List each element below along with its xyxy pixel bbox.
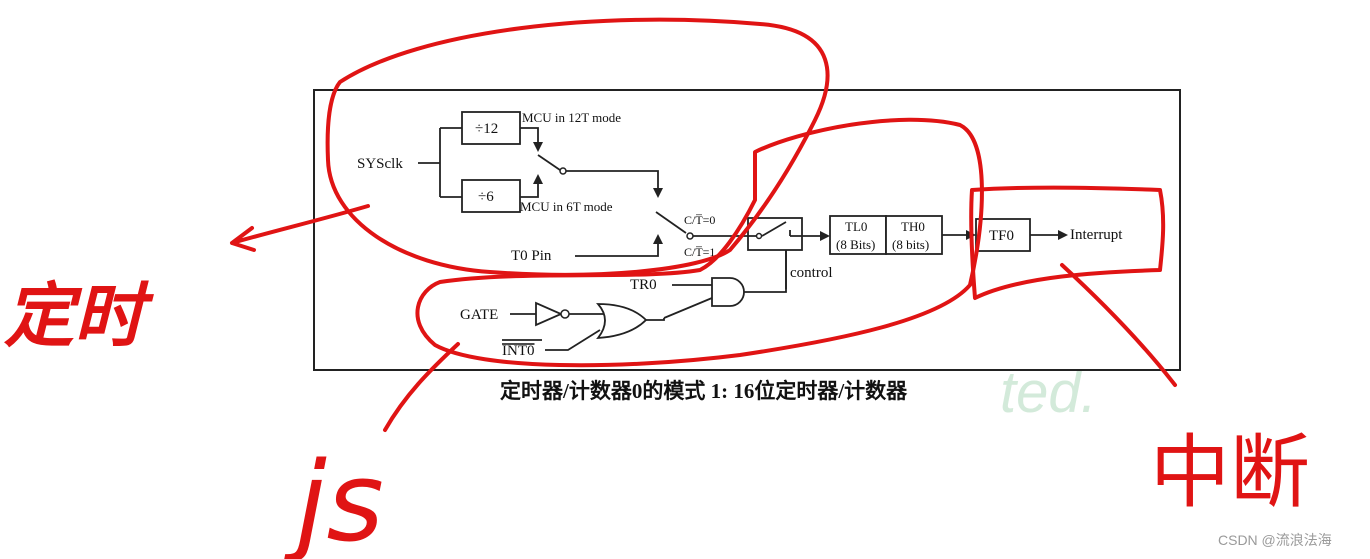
- ct1-label: C/T̅=1: [684, 245, 715, 259]
- line-to-interrupt-note: [1060, 263, 1177, 387]
- arrow-to-timer-note: [230, 204, 370, 252]
- gate-label: GATE: [460, 307, 498, 323]
- control-switch-box: [747, 217, 803, 251]
- or-gate: [596, 303, 648, 340]
- tf0-flag-box: [975, 218, 1031, 252]
- th0-register-box: [885, 215, 943, 255]
- t0-pin-label: T0 Pin: [511, 248, 552, 264]
- inverter-gate: [535, 301, 564, 327]
- tf0-label: TF0: [989, 228, 1014, 244]
- diagram-caption: 定时器/计数器0的模式 1: 16位定时器/计数器: [500, 379, 908, 403]
- gating-section-circle: [415, 117, 984, 368]
- tl0-bits-label: (8 Bits): [836, 237, 875, 252]
- timer-note: 定时: [3, 275, 154, 357]
- control-label: control: [790, 265, 833, 281]
- sysclk-label: SYSclk: [357, 156, 403, 172]
- ct0-label: C/T̅=0: [684, 213, 715, 227]
- th0-bits-label: (8 bits): [892, 237, 929, 252]
- csdn-credit: CSDN @流浪法海: [1218, 532, 1332, 548]
- interrupt-note: 中断: [1150, 426, 1310, 519]
- mode-12t-label: MCU in 12T mode: [522, 110, 621, 125]
- clock-section-circle: [325, 17, 830, 277]
- diagram-frame: [313, 89, 1181, 371]
- interrupt-section-box: [969, 185, 1166, 300]
- th0-label: TH0: [901, 219, 925, 234]
- divide-by-6-box: [461, 179, 521, 213]
- divide-by-6-label: ÷6: [478, 189, 494, 205]
- interrupt-label: Interrupt: [1070, 227, 1123, 243]
- js-note: js: [283, 438, 384, 559]
- divide-by-12-box: [461, 111, 521, 145]
- and-gate: [711, 277, 745, 307]
- tl0-label: TL0: [845, 219, 867, 234]
- divide-by-12-label: ÷12: [475, 121, 498, 137]
- int0-label: INT0: [502, 343, 535, 359]
- tr0-label: TR0: [630, 277, 657, 293]
- line-to-js-note: [383, 342, 460, 432]
- mode-6t-label: MCU in 6T mode: [520, 199, 613, 214]
